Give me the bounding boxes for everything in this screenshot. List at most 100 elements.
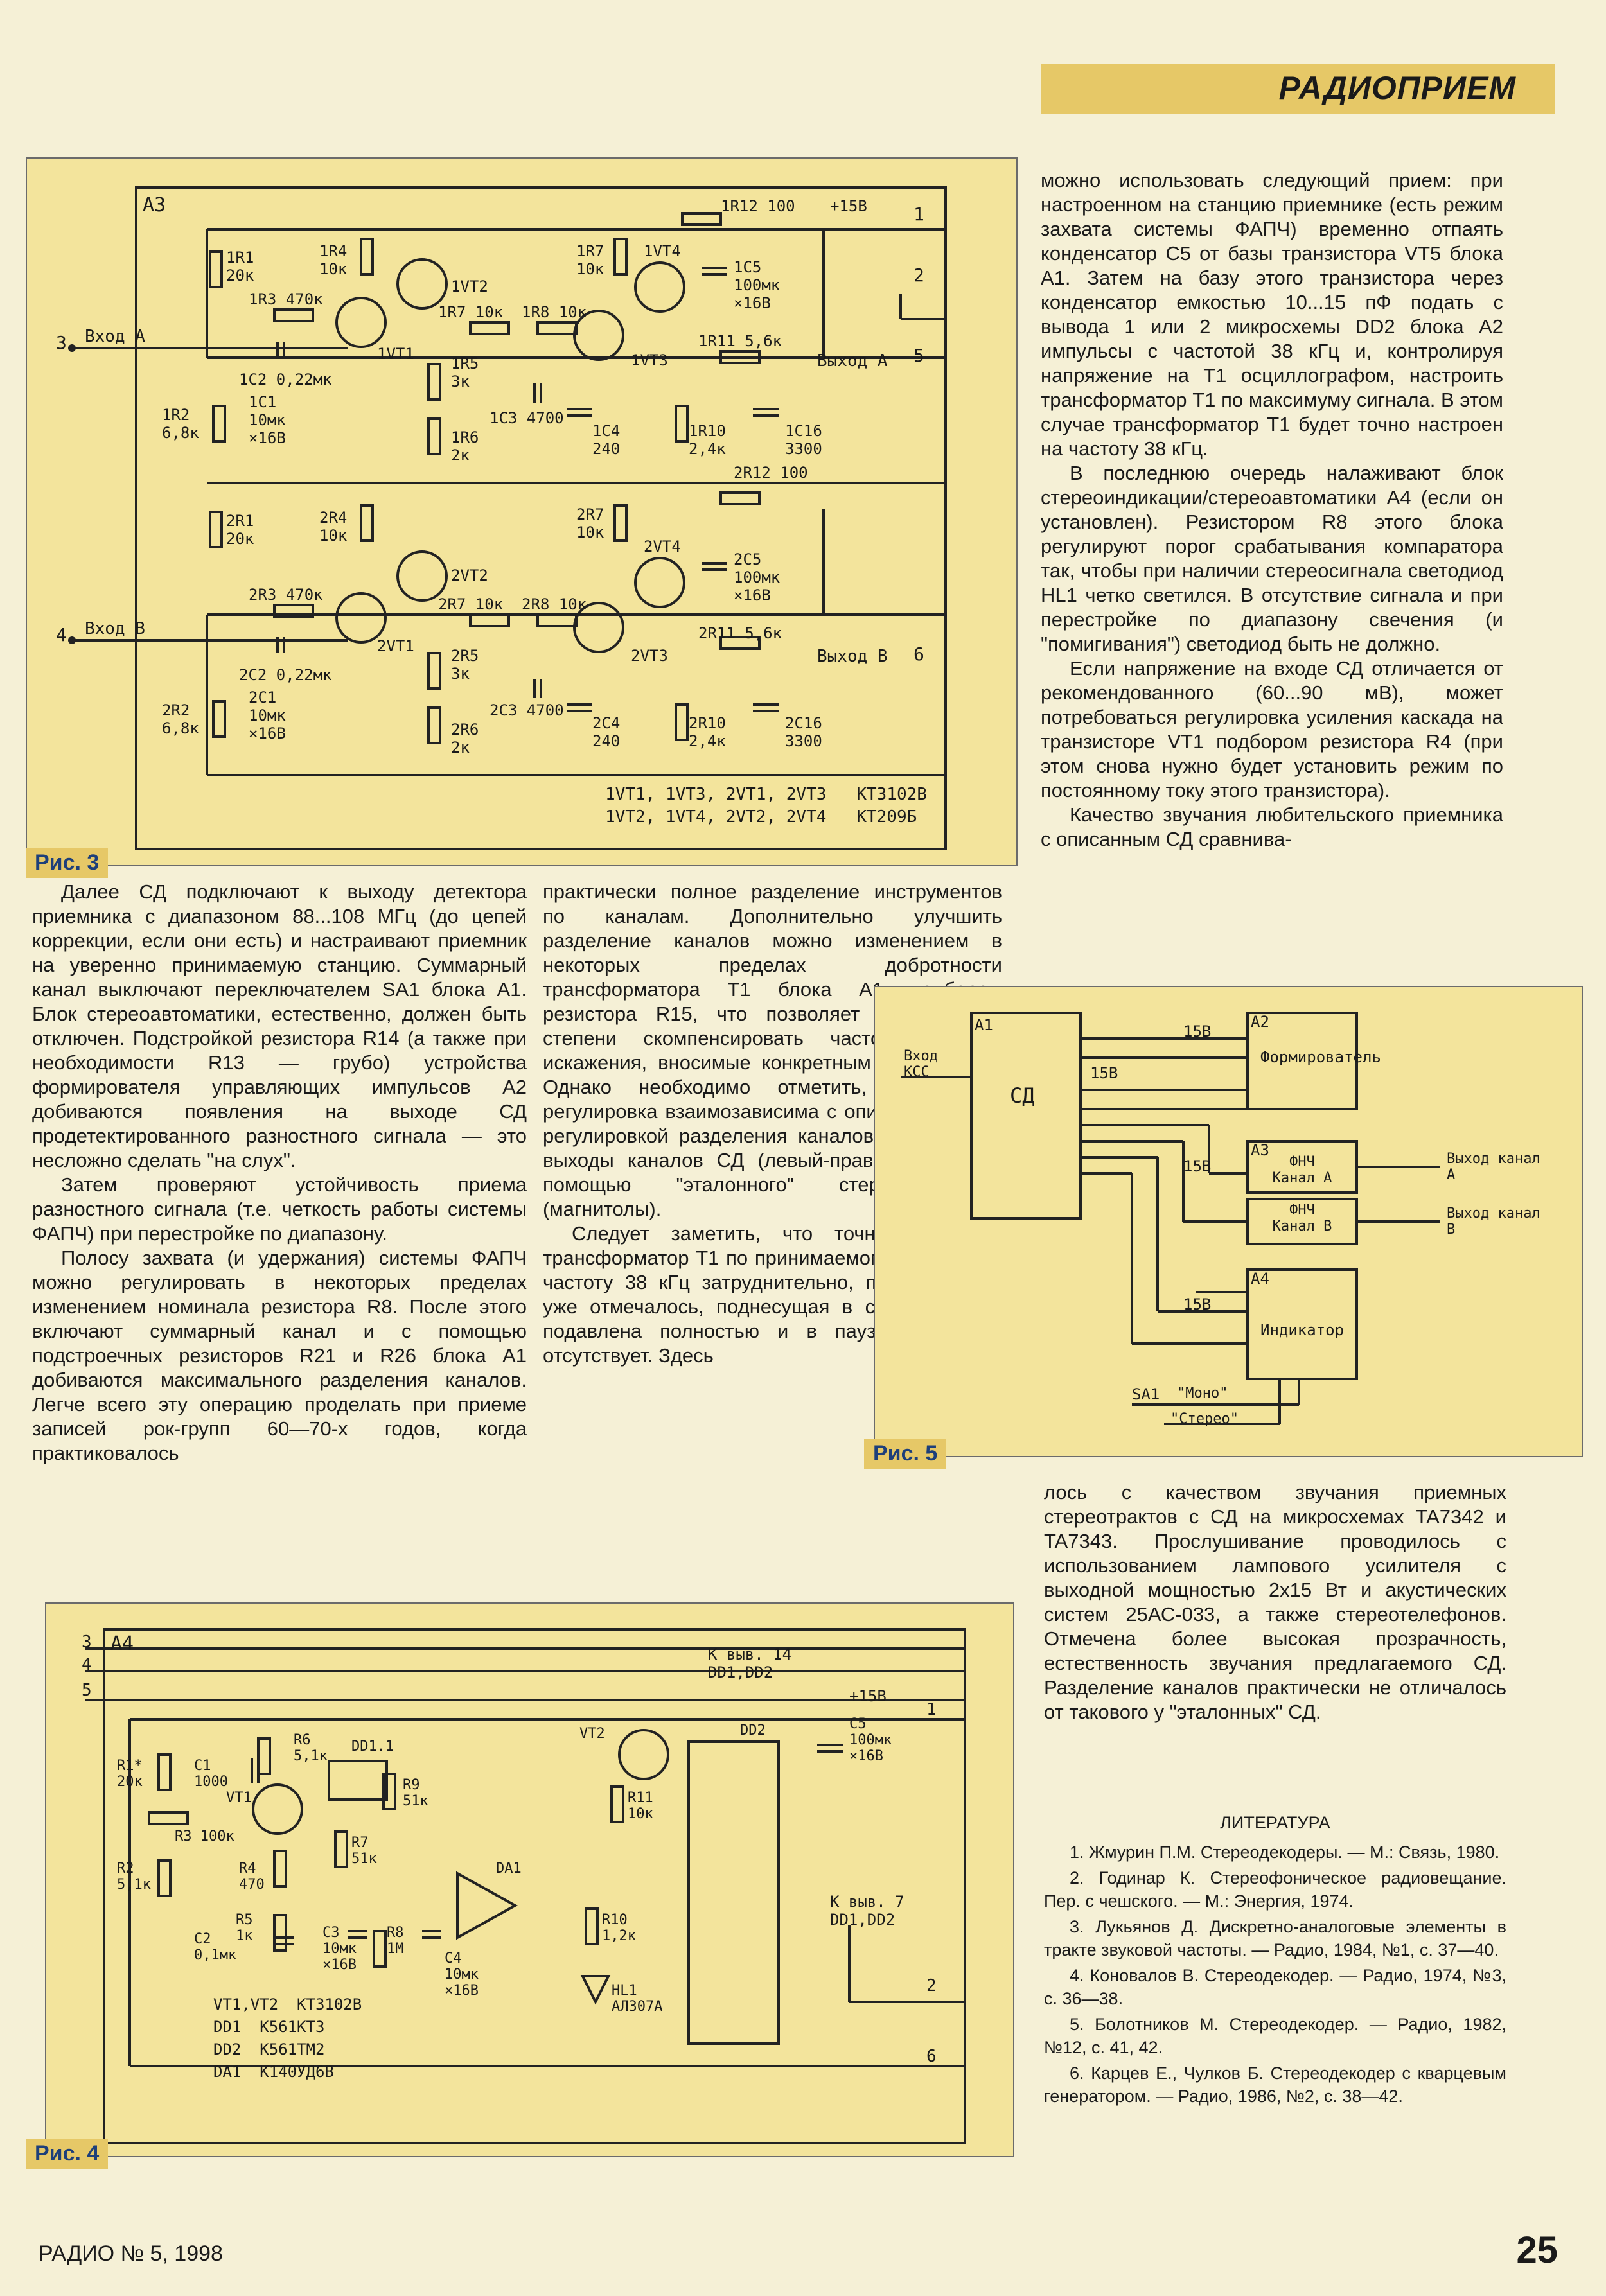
fig3-part-label: 1C2 0,22мк: [239, 371, 332, 389]
fig3-part-label: 1R7 10к: [576, 242, 604, 278]
fig4-part-label: C3 10мк ×16В: [322, 1925, 357, 1973]
fig3-part-label: 1VT2: [451, 277, 488, 295]
fig3-part-label: 1C4 240: [592, 422, 621, 458]
fig5-a3-channel-b: ФНЧ Канал B: [1272, 1202, 1332, 1234]
figure-3-label: Рис. 3: [26, 848, 109, 878]
fig3-output-a-label: Выход A: [817, 351, 888, 371]
reference-item: 1. Жмурин П.М. Стереодекодеры. — М.: Свя…: [1070, 1843, 1500, 1862]
fig5-sa1-label: SA1: [1132, 1385, 1160, 1403]
fig5-mono-label: "Моно": [1177, 1385, 1228, 1401]
paragraph: Затем проверяют устойчивость приема разн…: [32, 1173, 527, 1245]
fig3-part-label: 2C3 4700: [490, 701, 564, 719]
fig3-part-label: 1R4 10к: [319, 242, 348, 278]
figure-4: A4 3 4 5 1 2 6 К выв. 14 DD1,DD2 +15В К …: [45, 1602, 1014, 2157]
fig3-part-label: 2R7 10к: [438, 595, 504, 613]
reference-item: 4. Коновалов В. Стереодекодер. — Радио, …: [1044, 1966, 1506, 2008]
fig4-pin: 6: [926, 2047, 937, 2066]
fig4-part-label: R1* 20к: [117, 1758, 143, 1790]
fig4-part-label: R8 1М: [387, 1925, 404, 1957]
figure-5: A1 СД Вход КСС 15В A2 Формирователь 15В …: [874, 986, 1583, 1457]
fig4-part-label: DA1: [496, 1861, 522, 1877]
fig3-part-label: 2C1 10мк ×16В: [249, 688, 286, 742]
fig3-part-label: 1C16 3300: [785, 422, 822, 458]
fig4-legend-line: DD2 К561ТМ2: [213, 2040, 325, 2058]
fig3-part-label: 1R7 10к: [438, 303, 504, 321]
fig5-a2-name: Формирователь: [1260, 1048, 1381, 1066]
fig4-part-label: C2 0,1мк: [194, 1931, 237, 1963]
fig5-out-b: Выход канал B: [1447, 1205, 1540, 1238]
fig3-output-b-label: Выход B: [817, 647, 888, 666]
fig5-a4-label: A4: [1251, 1270, 1269, 1288]
fig4-part-label: DD2: [740, 1722, 766, 1739]
fig4-pin: 3: [82, 1633, 92, 1652]
paragraph: можно использовать следующий прием: при …: [1041, 169, 1503, 460]
fig4-part-label: C1 1000: [194, 1758, 228, 1790]
fig3-part-label: 2R6 2к: [451, 721, 479, 757]
figure-4-schematic: [85, 1628, 966, 2144]
fig3-block-label: A3: [143, 194, 166, 216]
fig4-part-label: HL1 АЛ307А: [612, 1983, 663, 2015]
figure-4-label: Рис. 4: [26, 2139, 109, 2169]
reference-item: 3. Лукьянов Д. Дискретно-аналоговые элем…: [1044, 1917, 1506, 1959]
figure-3: A3 3 Вход A Выход A 5 4 Вход B Выход B 6…: [26, 157, 1018, 866]
paragraph: В последнюю очередь налаживают блок стер…: [1041, 462, 1503, 655]
fig5-a3-label: A3: [1251, 1141, 1269, 1159]
fig4-legend-line: DD1 К561КТ3: [213, 2018, 325, 2036]
fig3-part-label: 2R11 5,6к: [698, 624, 782, 642]
fig5-a1-label: A1: [975, 1016, 993, 1034]
page-number: 25: [1516, 2229, 1558, 2271]
fig3-part-label: 1R10 2,4к: [689, 422, 726, 458]
figure-5-label: Рис. 5: [864, 1439, 947, 1469]
fig3-part-label: 2C5 100мк ×16В: [734, 550, 781, 604]
fig5-a2-supply: 15В: [1183, 1022, 1212, 1040]
fig3-input-b-label: Вход B: [85, 619, 145, 638]
column-3-top: можно использовать следующий прием: при …: [1041, 168, 1503, 852]
fig5-input-label: Вход КСС: [904, 1048, 938, 1080]
fig5-a4-supply: 15В: [1183, 1295, 1212, 1313]
fig3-part-label: 2R4 10к: [319, 509, 348, 545]
fig3-legend-line: 1VT2, 1VT4, 2VT2, 2VT4 КТ209Б: [605, 807, 917, 827]
fig3-part-label: 2R12 100: [734, 464, 808, 482]
fig3-part-label: 2VT2: [451, 566, 488, 584]
fig3-part-label: 2R2 6,8к: [162, 701, 199, 737]
paragraph: Полосу захвата (и удержания) системы ФАП…: [32, 1247, 527, 1464]
fig3-part-label: 1R1 20к: [226, 249, 254, 285]
fig3-part-label: 2C16 3300: [785, 714, 822, 750]
fig4-note: К выв. 14 DD1,DD2: [708, 1645, 792, 1681]
fig4-pin: 4: [82, 1655, 92, 1674]
column-3-bottom: лось с качеством звучания приемных стере…: [1044, 1480, 1506, 1724]
fig3-part-label: 2R5 3к: [451, 647, 479, 683]
fig5-stereo-label: "Стерео": [1170, 1411, 1239, 1427]
fig4-note: +15В: [849, 1687, 887, 1705]
fig4-part-label: VT1: [226, 1790, 252, 1806]
paragraph: лось с качеством звучания приемных стере…: [1044, 1481, 1506, 1723]
fig3-input-a-pin: 3: [56, 332, 67, 353]
fig3-part-label: 1VT3: [631, 351, 668, 369]
fig3-part-label: 2VT4: [644, 538, 681, 556]
fig5-a2-label: A2: [1251, 1013, 1269, 1031]
fig4-part-label: R7 51к: [351, 1835, 377, 1867]
fig3-input-b-pin: 4: [56, 624, 67, 645]
fig3-legend-line: 1VT1, 1VT3, 2VT1, 2VT3 КТ3102В: [605, 785, 927, 804]
fig4-block-label: A4: [110, 1633, 134, 1655]
paragraph: Качество звучания любительского приемник…: [1041, 803, 1503, 850]
reference-item: 2. Годинар К. Стереофоническое радиовеща…: [1044, 1868, 1506, 1911]
fig3-part-label: 2C2 0,22мк: [239, 666, 332, 684]
fig4-legend-line: DA1 К140УД6В: [213, 2063, 334, 2081]
fig3-part-label: 2R1 20к: [226, 512, 254, 548]
fig4-pin: 1: [926, 1700, 937, 1719]
fig3-part-label: 1R3 470к: [249, 290, 323, 308]
fig3-part-label: 2C4 240: [592, 714, 621, 750]
fig3-part-label: 1VT1: [377, 345, 414, 363]
fig4-part-label: R6 5,1к: [294, 1732, 328, 1764]
fig4-legend-line: VT1,VT2 КТ3102В: [213, 1995, 362, 2013]
fig4-part-label: R2 5,1к: [117, 1861, 151, 1893]
fig3-part-label: 1C5 100мк ×16В: [734, 258, 781, 312]
fig3-part-label: 1R8 10к: [522, 303, 587, 321]
fig3-output-a-pin: 5: [913, 345, 924, 366]
figure-5-diagram: [901, 1012, 1440, 1425]
fig4-pin: 2: [926, 1976, 937, 1995]
fig3-part-label: 2R3 470к: [249, 586, 323, 604]
fig3-part-label: 1C3 4700: [490, 409, 564, 427]
fig3-part-label: 1VT4: [644, 242, 681, 260]
